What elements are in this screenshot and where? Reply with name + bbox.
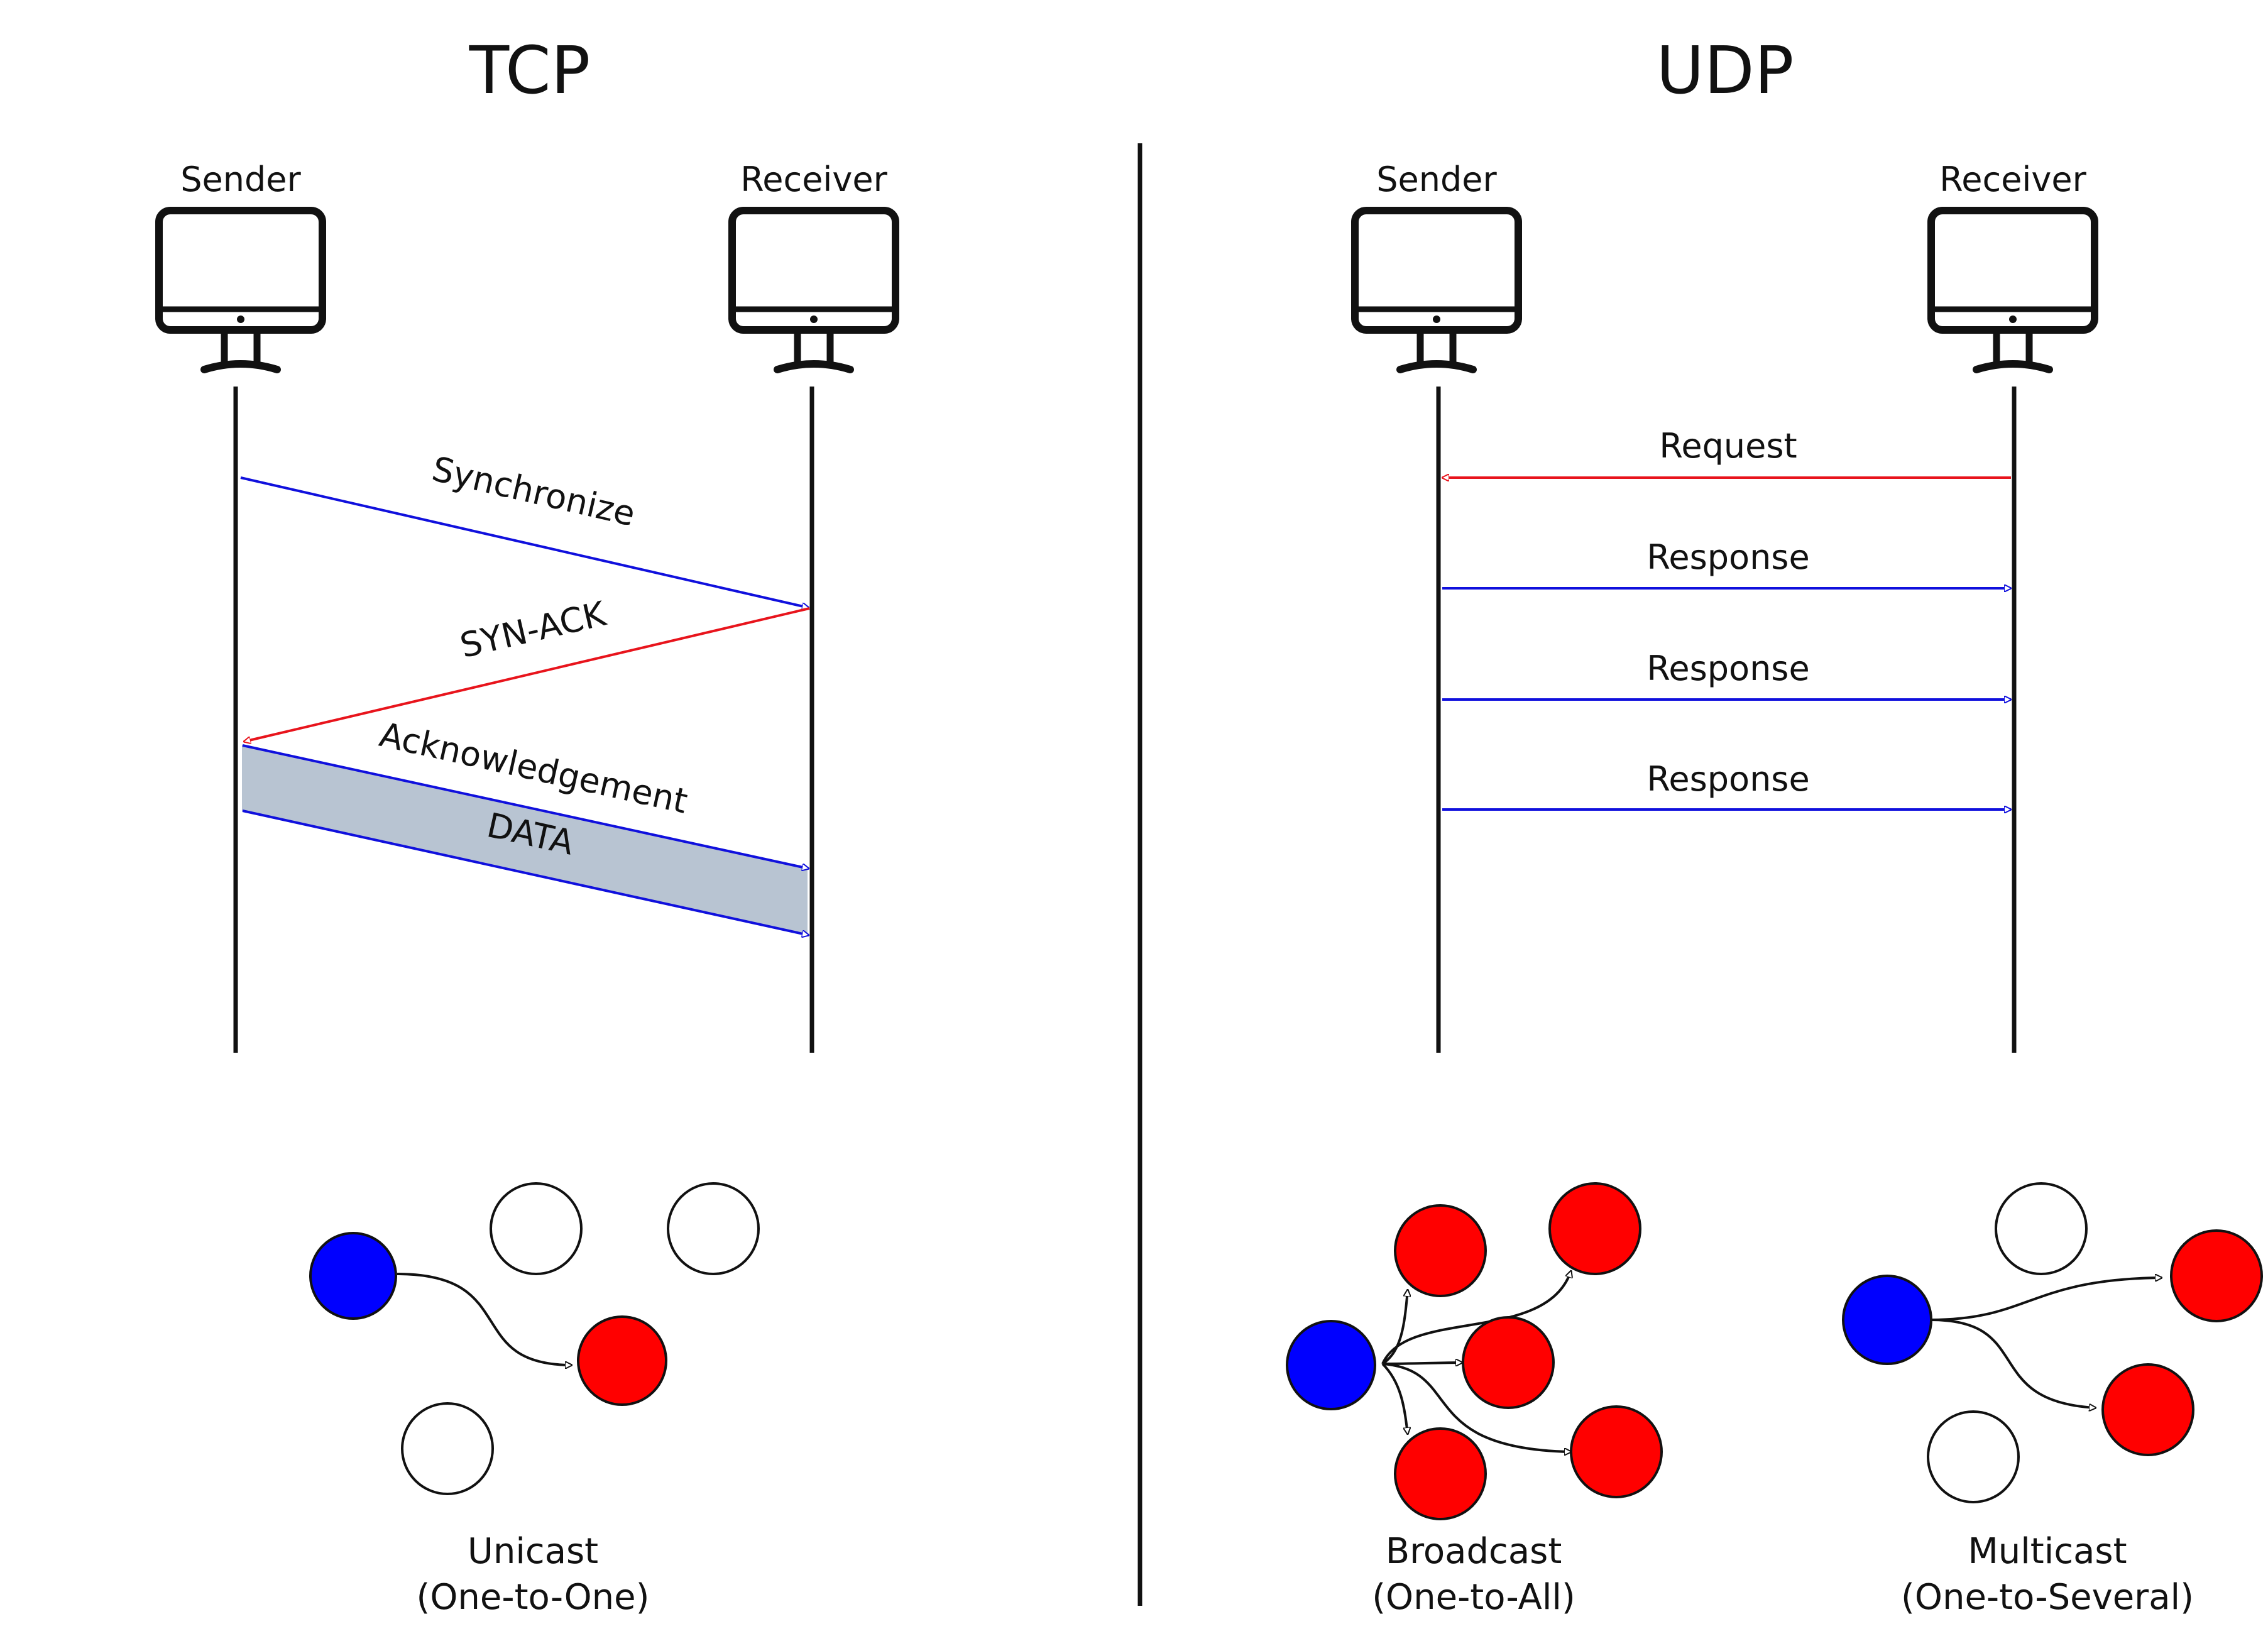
broadcast-name: Broadcast (1386, 1531, 1562, 1572)
unicast-idle-node (490, 1182, 583, 1275)
unicast-idle-node (667, 1182, 760, 1275)
broadcast-sender-node (1286, 1320, 1376, 1410)
tcp-receiver-computer: Receiver (732, 160, 896, 370)
tcp-sender-label: Sender (180, 160, 301, 199)
unicast-sender-node (309, 1232, 397, 1320)
unicast-name: Unicast (468, 1531, 598, 1572)
multicast-receiver-node (2170, 1229, 2263, 1322)
monitor-icon (1931, 211, 2095, 370)
response-label-3: Response (1646, 759, 1809, 799)
unicast-idle-node (401, 1402, 494, 1495)
multicast-idle-node (1995, 1182, 2088, 1275)
tcp-sender-computer: Sender (159, 160, 322, 370)
monitor-icon (1355, 211, 1518, 370)
syn-ack-arrow (244, 607, 810, 742)
multicast-receiver-node (2101, 1363, 2194, 1456)
broadcast-edge (1381, 1290, 1408, 1365)
broadcast-edge (1381, 1271, 1571, 1364)
broadcast-receiver-node (1394, 1427, 1487, 1520)
monitor-icon (159, 211, 322, 370)
multicast-edge (1930, 1278, 2162, 1321)
udp-title: UDP (1657, 32, 1794, 109)
broadcast-receiver-node (1548, 1182, 1641, 1275)
synchronize-label: Synchronize (429, 449, 639, 534)
acknowledgement-arrow (242, 744, 809, 869)
broadcast-edge (1382, 1363, 1462, 1364)
broadcast-receiver-node (1462, 1316, 1555, 1409)
udp-sender-computer: Sender (1355, 160, 1518, 370)
synchronize-arrow (240, 476, 809, 608)
unicast-graph (309, 1182, 760, 1495)
broadcast-desc: (One-to-All) (1372, 1577, 1575, 1618)
request-label: Request (1659, 426, 1797, 466)
tcp-section: TCP Sender Receiver Synchronize SYN-ACK … (159, 32, 896, 1618)
multicast-desc: (One-to-Several) (1901, 1577, 2194, 1618)
unicast-receiver-node (577, 1315, 667, 1406)
multicast-name: Multicast (1968, 1531, 2127, 1572)
response-label-1: Response (1646, 537, 1809, 577)
syn-ack-label: SYN-ACK (456, 593, 610, 666)
multicast-edge (1930, 1319, 2096, 1408)
udp-section: UDP Sender Receiver Request Response Res… (1286, 32, 2263, 1618)
tcp-title: TCP (469, 32, 591, 109)
udp-receiver-label: Receiver (1939, 160, 2086, 199)
broadcast-receiver-node (1394, 1204, 1487, 1297)
multicast-idle-node (1927, 1410, 2020, 1503)
broadcast-receiver-node (1570, 1405, 1663, 1498)
response-label-2: Response (1646, 649, 1809, 688)
data-band (242, 745, 808, 935)
udp-sender-label: Sender (1376, 160, 1497, 199)
broadcast-edge (1381, 1363, 1408, 1434)
multicast-sender-node (1842, 1275, 1932, 1365)
multicast-graph (1842, 1182, 2263, 1503)
broadcast-graph (1286, 1182, 1663, 1520)
data-arrow (242, 810, 809, 935)
unicast-edge (397, 1273, 572, 1365)
tcp-receiver-label: Receiver (740, 160, 887, 199)
broadcast-edge (1382, 1363, 1571, 1452)
unicast-desc: (One-to-One) (417, 1577, 650, 1618)
udp-receiver-computer: Receiver (1931, 160, 2095, 370)
monitor-icon (732, 211, 896, 370)
